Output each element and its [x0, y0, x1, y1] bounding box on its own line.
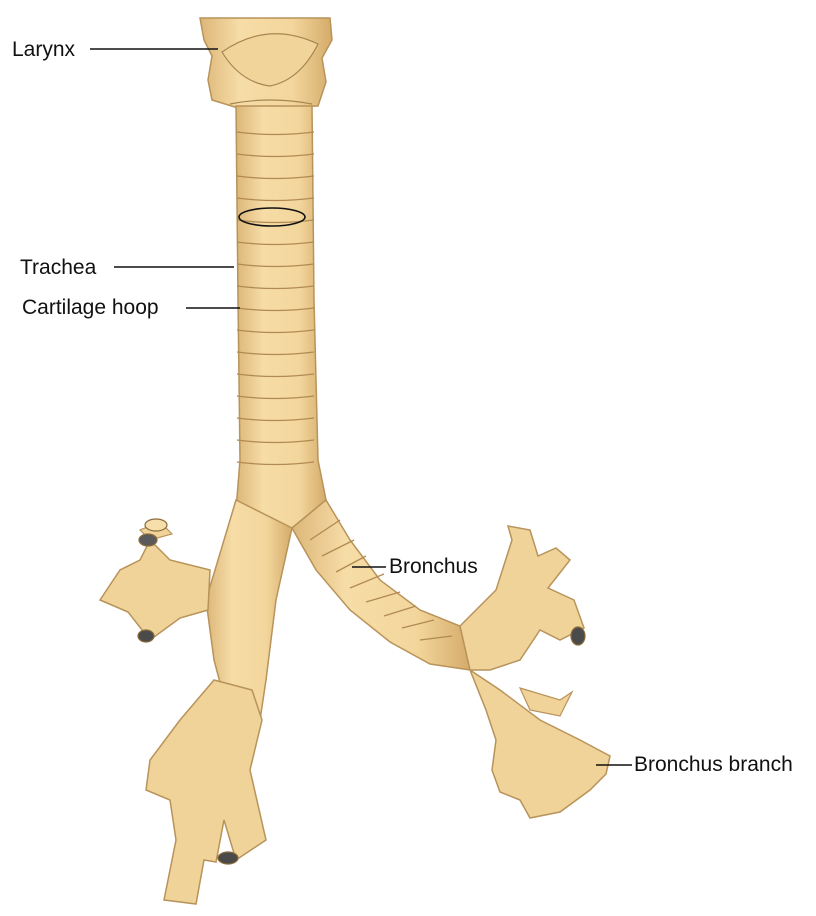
- bronchus-label: Bronchus: [389, 556, 478, 577]
- left-bronchus-shape: [292, 500, 610, 818]
- bronchus-branch-label: Bronchus branch: [634, 754, 793, 775]
- cartilage-hoop-label: Cartilage hoop: [22, 297, 159, 318]
- larynx-shape: [200, 18, 332, 108]
- trachea-shape: [236, 106, 326, 530]
- right-bronchus-shape: [100, 500, 292, 904]
- trachea-label: Trachea: [20, 257, 96, 278]
- larynx-label: Larynx: [12, 39, 75, 60]
